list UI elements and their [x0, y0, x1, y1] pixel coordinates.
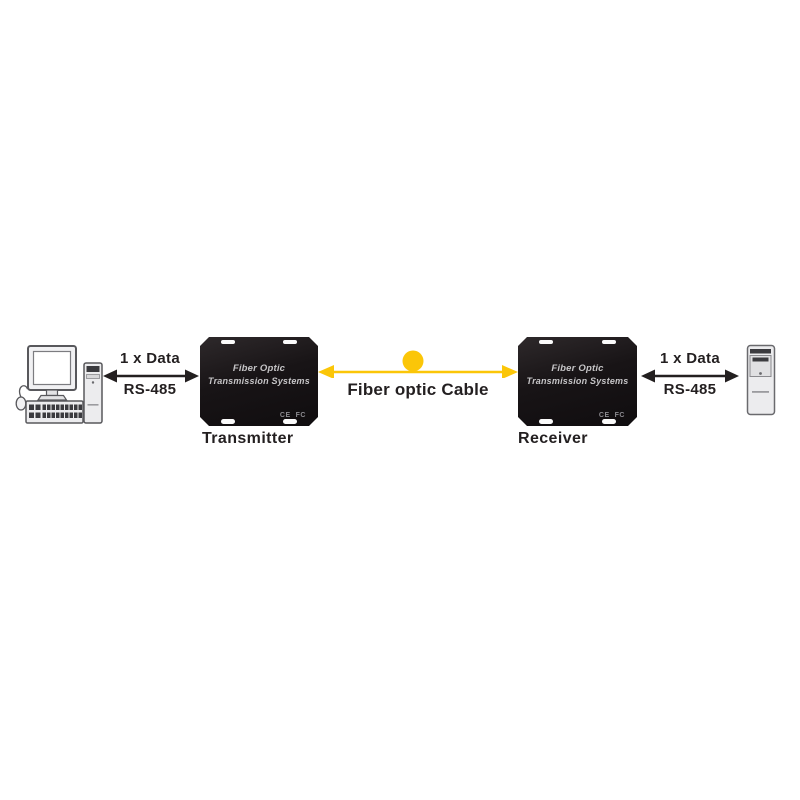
- right-bidirectional-arrow-icon: [641, 369, 739, 383]
- tower-cd-slot: [750, 349, 771, 354]
- mounting-slot: [539, 419, 553, 424]
- receiver-device: Fiber Optic Transmission Systems CE FC: [518, 337, 637, 426]
- tower-groove: [87, 404, 99, 406]
- transmitter-caption: Transmitter: [202, 430, 294, 447]
- mounting-slot: [602, 340, 616, 345]
- fcc-mark: FC: [295, 412, 306, 419]
- right-link-data-label: 1 x Data: [660, 350, 720, 367]
- panel-line2: Transmission Systems: [526, 376, 629, 386]
- monitor-base: [36, 394, 68, 401]
- tower-computer-icon: [746, 344, 776, 416]
- left-bidirectional-arrow-icon: [103, 369, 199, 383]
- tower-drive-bay: [752, 357, 769, 362]
- keyboard-keys: [29, 404, 82, 418]
- left-link-data-label: 1 x Data: [120, 350, 180, 367]
- monitor-stand: [45, 389, 59, 397]
- transmitter-device: Fiber Optic Transmission Systems CE FC: [200, 337, 318, 426]
- certification-marks: CE FC: [599, 412, 625, 419]
- panel-line1: Fiber Optic: [551, 363, 604, 374]
- device-panel-text: Fiber Optic Transmission Systems: [200, 362, 318, 388]
- mounting-slot: [283, 419, 297, 424]
- receiver-caption: Receiver: [518, 430, 588, 447]
- tower-power-button: [759, 372, 762, 375]
- mouse-icon: [15, 396, 27, 411]
- mounting-slot: [283, 340, 297, 345]
- fiber-cable-arrow-icon: [318, 350, 518, 378]
- certification-marks: CE FC: [280, 412, 306, 419]
- ce-mark: CE: [279, 412, 291, 419]
- keyboard-unit: [25, 400, 84, 424]
- mounting-slot: [539, 340, 553, 345]
- mouse-cable: [18, 385, 29, 398]
- desktop-computer-icon: [15, 345, 103, 424]
- mounting-slot: [221, 340, 235, 345]
- right-link-protocol-label: RS-485: [663, 381, 717, 398]
- tower-drive-slot: [86, 366, 100, 372]
- monitor-screen: [32, 350, 72, 386]
- device-panel-text: Fiber Optic Transmission Systems: [518, 362, 637, 388]
- mounting-slot: [221, 419, 235, 424]
- mounting-slot: [602, 419, 616, 424]
- tower-drive-bay: [86, 374, 100, 379]
- fiber-cable-label: Fiber optic Cable: [347, 380, 489, 399]
- panel-line1: Fiber Optic: [232, 363, 286, 374]
- ce-mark: CE: [598, 412, 610, 419]
- tower-groove: [752, 391, 769, 393]
- panel-line2: Transmission Systems: [208, 376, 310, 386]
- fiber-coil-dot: [402, 350, 424, 372]
- left-link-protocol-label: RS-485: [123, 381, 177, 398]
- fcc-mark: FC: [614, 412, 625, 419]
- tower-power-button: [91, 381, 95, 384]
